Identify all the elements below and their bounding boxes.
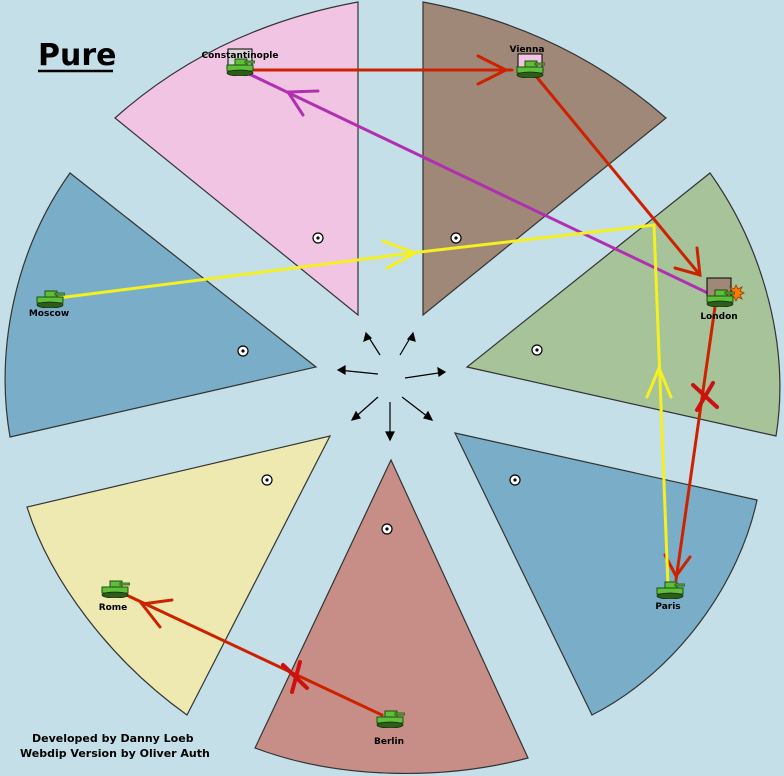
order-london-constantinople-arrowhead	[285, 89, 320, 117]
label-london: London	[700, 312, 737, 322]
order-paris-support	[418, 223, 670, 588]
supply-center-vienna-icon	[450, 232, 462, 244]
territory-constantinople[interactable]	[114, 1, 359, 317]
credits-line-1: Developed by Danny Loeb	[32, 732, 194, 745]
label-constantinople: Constantinople	[202, 51, 279, 61]
supply-center-berlin-icon	[381, 523, 393, 535]
supply-center-london-icon	[531, 344, 543, 356]
failed-move-x-icon	[281, 660, 309, 694]
supply-center-constantinople-icon	[312, 232, 324, 244]
order-london-paris-arrowhead	[663, 553, 692, 579]
territory-berlin[interactable]	[254, 458, 529, 775]
order-london-constantinople	[245, 71, 714, 297]
supply-center-rome-icon	[261, 474, 273, 486]
supply-center-paris-icon	[509, 474, 521, 486]
territory-moscow[interactable]	[4, 172, 318, 438]
order-paris-support-arrowhead	[645, 364, 673, 399]
label-paris: Paris	[655, 602, 680, 612]
label-moscow: Moscow	[29, 309, 69, 319]
order-london-paris	[674, 298, 718, 582]
territory-paris[interactable]	[453, 432, 758, 716]
supply-centers	[237, 232, 543, 535]
label-vienna: Vienna	[510, 45, 545, 55]
order-constantinople-vienna-arrowhead	[476, 54, 510, 86]
order-vienna-london-arrowhead	[673, 246, 702, 278]
order-moscow-support-arrowhead	[381, 239, 419, 270]
order-vienna-london	[533, 73, 702, 277]
center-arrows-icon	[336, 331, 447, 442]
territory-london[interactable]	[465, 172, 781, 437]
order-moscow-support	[56, 250, 422, 300]
supply-center-moscow-icon	[237, 345, 249, 357]
failed-move-x-icon	[691, 381, 719, 412]
map-title: Pure	[38, 38, 117, 73]
label-rome: Rome	[99, 603, 128, 613]
label-berlin: Berlin	[374, 737, 404, 747]
territory-rome[interactable]	[26, 435, 332, 716]
order-berlin-rome-arrowhead	[139, 598, 174, 629]
credits-line-2: Webdip Version by Oliver Auth	[20, 747, 210, 760]
order-berlin-rome	[118, 590, 384, 717]
orders-layer	[56, 54, 719, 717]
